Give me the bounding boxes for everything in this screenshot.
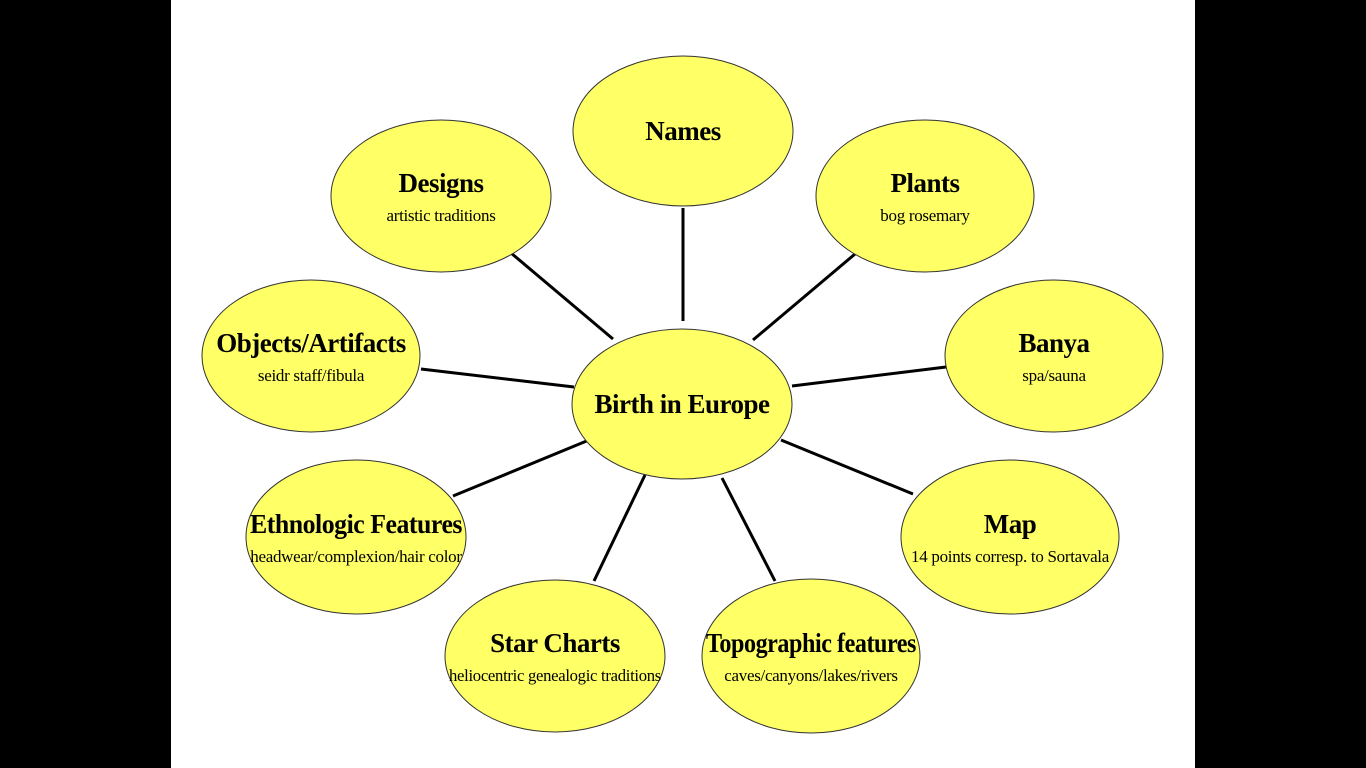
node-title-topographic: Topographic features (706, 628, 916, 658)
node-ellipse-objects (201, 279, 421, 433)
node-subtitle-plants: bog rosemary (880, 206, 970, 225)
node-ellipse-designs (330, 119, 552, 273)
node-ellipse-birth (571, 328, 793, 480)
node-subtitle-ethnologic: headwear/complexion/hair color (250, 547, 462, 566)
node-birth: Birth in Europe (571, 328, 793, 480)
connector-banya (791, 365, 947, 388)
node-subtitle-topographic: caves/canyons/lakes/rivers (724, 666, 897, 685)
node-objects: Objects/Artifacts seidr staff/fibula (201, 279, 421, 433)
node-banya: Banya spa/sauna (944, 279, 1164, 433)
node-topographic: Topographic features caves/canyons/lakes/… (701, 578, 921, 734)
node-title-plants: Plants (890, 168, 959, 198)
node-ellipse-plants (815, 119, 1035, 273)
connector-map (780, 438, 914, 496)
node-subtitle-star-charts: heliocentric genealogic traditions (449, 666, 661, 685)
node-title-objects: Objects/Artifacts (216, 328, 405, 358)
node-star-charts: Star Charts heliocentric genealogic tradi… (444, 579, 666, 733)
node-title-star-charts: Star Charts (490, 628, 620, 658)
connector-objects (420, 367, 575, 389)
connector-star-charts (592, 474, 647, 582)
node-subtitle-banya: spa/sauna (1022, 366, 1086, 385)
connector-lines (420, 208, 947, 582)
node-title-birth: Birth in Europe (594, 389, 770, 419)
node-subtitle-map: 14 points corresp. to Sortavala (911, 547, 1110, 566)
node-ellipse-names (572, 55, 794, 207)
node-ellipse-map (900, 459, 1120, 615)
node-subtitle-objects: seidr staff/fibula (258, 366, 365, 385)
node-ethnologic: Ethnologic Features headwear/complexion/h… (245, 459, 467, 615)
connector-topographic (720, 477, 777, 582)
node-names: Names (572, 55, 794, 207)
node-title-designs: Designs (398, 168, 483, 198)
node-designs: Designs artistic traditions (330, 119, 552, 273)
node-subtitle-designs: artistic traditions (386, 206, 495, 225)
node-plants: Plants bog rosemary (815, 119, 1035, 273)
node-title-names: Names (645, 116, 720, 146)
node-ellipse-ethnologic (245, 459, 467, 615)
node-title-ethnologic: Ethnologic Features (250, 509, 462, 539)
connector-plants (752, 252, 856, 342)
node-ellipse-topographic (701, 578, 921, 734)
connector-designs (510, 251, 614, 341)
connector-ethnologic (452, 438, 590, 498)
node-ellipse-star-charts (444, 579, 666, 733)
node-title-banya: Banya (1018, 328, 1090, 358)
node-ellipse-banya (944, 279, 1164, 433)
node-title-map: Map (984, 509, 1037, 539)
node-map: Map 14 points corresp. to Sortavala (900, 459, 1120, 615)
